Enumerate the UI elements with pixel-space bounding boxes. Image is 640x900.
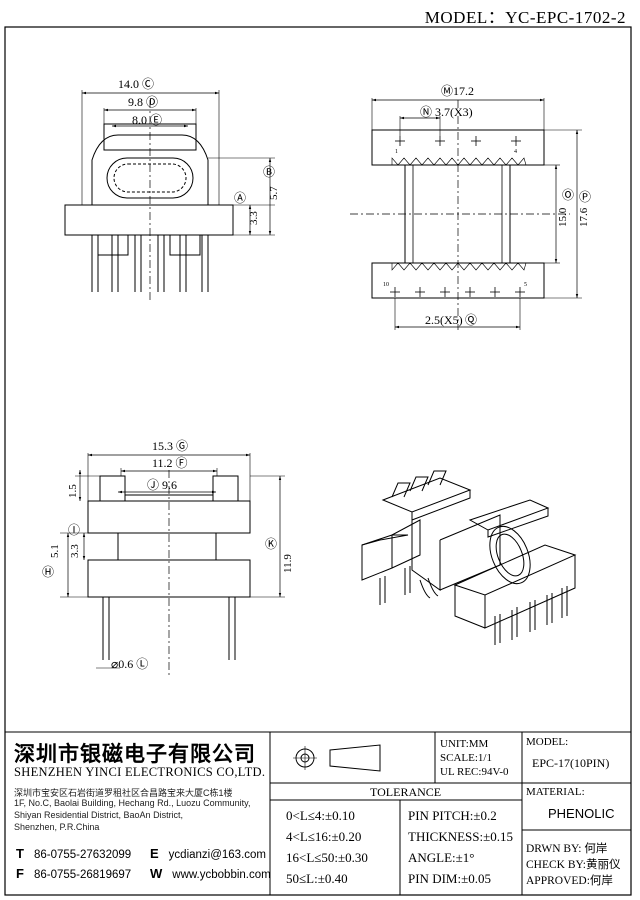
address-cn: 深圳市宝安区石岩街道罗租社区合昌路宝来大厦C栋1楼 [14, 788, 233, 798]
front-dim-A: Ⓐ [234, 191, 246, 205]
side-dim-15: 1.5 [67, 484, 79, 498]
top-view [350, 98, 582, 330]
top-dim-Q: Ⓠ [465, 313, 477, 327]
material-value: PHENOLIC [548, 806, 615, 821]
side-dim-H: Ⓗ [42, 565, 54, 579]
sheet-border [4, 26, 632, 896]
tolerance-title: TOLERANCE [370, 785, 442, 799]
scale-label: SCALE:1/1 [440, 752, 492, 764]
front-dim-B: Ⓑ [263, 165, 275, 179]
top-pin-1: 1 [395, 149, 398, 155]
tol-4: 50≤L:±0.40 [286, 871, 348, 886]
title-block-grid [269, 732, 631, 895]
pin-dim: PIN DIM:±0.05 [408, 871, 491, 886]
top-pin-5: 5 [524, 282, 527, 288]
top-dim-150: 15.0 [557, 207, 569, 227]
side-dim-06: ⌀0.6 Ⓛ [111, 657, 148, 671]
company-name-cn: 深圳市银磁电子有限公司 [14, 742, 256, 766]
side-dim-51: 5.1 [49, 544, 61, 558]
check-by: CHECK BY:黄丽仪 [526, 859, 621, 871]
top-pin-4: 4 [514, 149, 517, 155]
top-dim-P: Ⓟ [579, 190, 591, 204]
front-dim-80: 8.0 Ⓔ [132, 113, 162, 127]
front-dim-14: 14.0 Ⓒ [118, 77, 154, 91]
drawn-by: DRWN BY: 何岸 [526, 843, 608, 855]
ul-label: UL REC:94V-0 [440, 766, 509, 778]
thickness: THICKNESS:±0.15 [408, 829, 514, 844]
side-dim-153: 15.3 Ⓖ [152, 439, 188, 453]
address-en-3: Shenzhen, P.R.China [14, 822, 100, 832]
front-dim-33: 3.3 [248, 211, 260, 225]
side-dim-I: Ⓘ [68, 523, 80, 537]
front-dim-98: 9.8 Ⓓ [128, 95, 158, 109]
tol-1: 0<L≤4:±0.10 [286, 808, 355, 823]
front-view [64, 90, 275, 300]
model-header: MODEL：YC-EPC-1702-2 [424, 8, 626, 27]
side-dim-96: Ⓙ 9.6 [147, 478, 177, 492]
side-dim-119: 11.9 [282, 554, 294, 573]
top-dim-M: Ⓜ17.2 [441, 84, 474, 98]
top-dim-N: Ⓝ 3.7(X3) [420, 105, 473, 119]
top-dim-25: 2.5(X5) [425, 313, 463, 327]
material-label: MATERIAL: [526, 786, 585, 798]
side-view [60, 453, 285, 675]
top-pin-10: 10 [383, 282, 389, 288]
side-dim-K: Ⓚ [265, 537, 277, 551]
isometric-view [361, 470, 577, 645]
tol-2: 4<L≤16:±0.20 [286, 829, 362, 844]
angle: ANGLE:±1° [408, 850, 475, 865]
top-dim-O: Ⓞ [562, 188, 574, 202]
company-name-en: SHENZHEN YINCI ELECTRONICS CO,LTD. [14, 765, 266, 779]
approved-by: APPROVED:何岸 [526, 875, 613, 887]
address-en-2: Shiyan Residential District, BaoAn Distr… [14, 810, 184, 820]
side-dim-112: 11.2 Ⓕ [152, 456, 188, 470]
front-dim-57: 5.7 [268, 186, 280, 200]
pin-pitch: PIN PITCH:±0.2 [408, 808, 497, 823]
model-label: MODEL: [526, 736, 569, 748]
unit-label: UNIT:MM [440, 738, 489, 750]
top-dim-176: 17.6 [578, 207, 590, 227]
address-en-1: 1F, No.C, Baolai Building, Hechang Rd., … [14, 798, 251, 808]
tol-3: 16<L≤50:±0.30 [286, 850, 368, 865]
model-value: EPC-17(10PIN) [532, 756, 610, 770]
side-dim-33: 3.3 [69, 544, 81, 558]
